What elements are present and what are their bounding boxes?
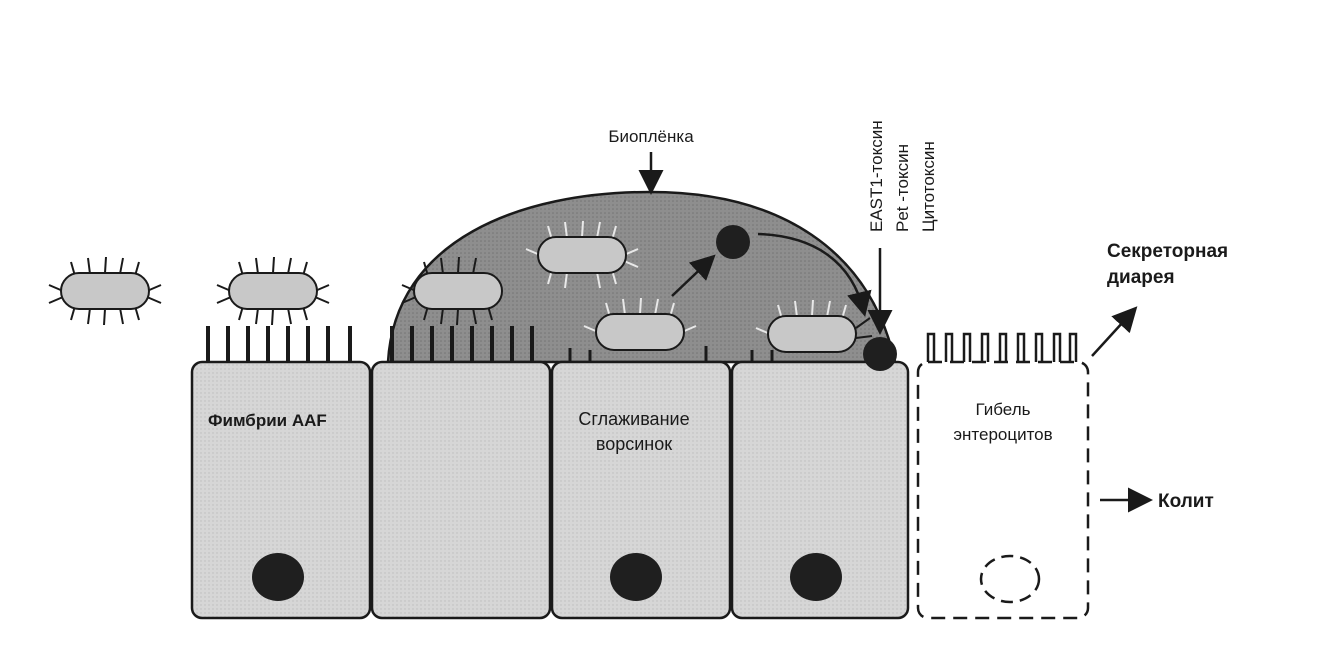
secretory-diarrhea-label-line2: диарея xyxy=(1107,267,1175,288)
secretory-diarrhea-label-line1: Секреторная xyxy=(1107,241,1228,262)
nucleus xyxy=(252,553,304,601)
pet-toxin-label: Pet -токсин xyxy=(893,144,912,232)
fragmented-nucleus xyxy=(981,556,1039,602)
enterocyte-2 xyxy=(372,362,550,618)
toxin-particle xyxy=(716,225,750,259)
villi-smoothing-label-line2: ворсинок xyxy=(596,434,672,454)
bacterium xyxy=(49,257,161,325)
colitis-label: Колит xyxy=(1158,491,1214,512)
bacterium xyxy=(217,257,329,325)
villi-smoothing-label-line1: Сглаживание xyxy=(578,409,689,429)
nucleus xyxy=(790,553,842,601)
toxin-labels: EAST1-токсин Pet -токсин Цитотоксин xyxy=(867,120,938,232)
enterocyte-death-label-line1: Гибель xyxy=(976,400,1031,419)
cytotoxin-label: Цитотоксин xyxy=(919,141,938,232)
east1-toxin-label: EAST1-токсин xyxy=(867,120,886,232)
enterocyte-death-label-line2: энтероцитов xyxy=(953,425,1052,444)
fimbriae-label: Фимбрии AAF xyxy=(208,411,327,430)
biofilm-label: Биоплёнка xyxy=(608,127,694,146)
diarrhea-arrow xyxy=(1092,310,1134,356)
nucleus xyxy=(610,553,662,601)
damaged-microvilli xyxy=(928,334,1076,362)
toxin-particle-on-cell xyxy=(863,337,897,371)
